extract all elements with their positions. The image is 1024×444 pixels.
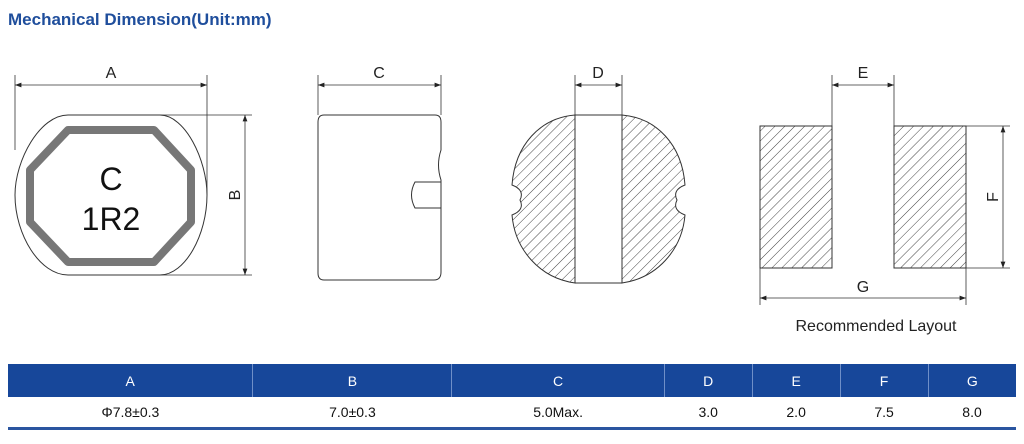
layout-caption: Recommended Layout [796,318,958,335]
header-b: B [252,364,453,397]
header-d: D [664,364,753,397]
part-marking-line1: C [99,161,122,197]
dim-label-g: G [857,279,869,296]
cross-section-view [511,75,686,284]
table-row: Φ7.8±0.3 7.0±0.3 5.0Max. 3.0 2.0 7.5 8.0 [8,397,1016,430]
dim-label-d: D [592,65,604,82]
dim-label-c: C [373,65,385,82]
part-marking-line2: 1R2 [82,201,141,237]
section-title: Mechanical Dimension(Unit:mm) [8,10,272,29]
value-a: Φ7.8±0.3 [8,397,253,430]
value-c: 5.0Max. [451,397,665,430]
dim-label-b: B [227,190,244,201]
mechanical-drawing: A B C 1R2 C D E F G Recommended Layout [14,65,1010,335]
table-header-row: A B C D E F G [8,364,1016,397]
header-a: A [8,364,254,397]
value-d: 3.0 [664,397,753,430]
header-g: G [928,364,1016,397]
side-view [317,75,442,281]
dim-label-e: E [858,65,869,82]
value-g: 8.0 [928,397,1016,430]
dim-label-f: F [985,192,1002,202]
header-e: E [752,364,841,397]
recommended-layout [759,75,1010,305]
value-e: 2.0 [752,397,841,430]
dimension-table: A B C D E F G Φ7.8±0.3 7.0±0.3 5.0Max. 3… [8,364,1016,430]
header-c: C [451,364,665,397]
dim-label-a: A [106,65,117,82]
top-view [14,75,252,276]
value-b: 7.0±0.3 [252,397,452,430]
header-f: F [840,364,929,397]
value-f: 7.5 [840,397,929,430]
